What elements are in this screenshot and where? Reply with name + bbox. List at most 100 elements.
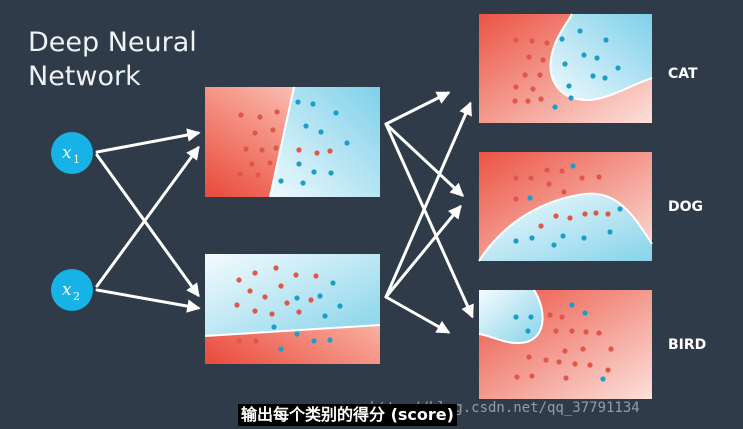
red-point <box>274 109 280 115</box>
red-point <box>252 270 258 276</box>
blue-point <box>310 101 316 107</box>
red-point <box>526 54 532 60</box>
blue-point <box>600 376 606 382</box>
blue-region <box>205 254 380 336</box>
blue-point <box>566 83 572 89</box>
arrows-layer-1 <box>95 128 201 313</box>
blue-point <box>278 178 284 184</box>
blue-point <box>317 293 323 299</box>
output-label-cat: CAT <box>668 66 698 82</box>
blue-point <box>513 314 519 320</box>
arrow-icon <box>95 153 200 298</box>
decision-boundary <box>549 13 653 102</box>
blue-region <box>550 14 652 101</box>
red-point <box>544 167 550 173</box>
red-point <box>569 328 575 334</box>
red-point <box>556 359 562 365</box>
red-point <box>540 57 546 63</box>
red-point <box>243 146 249 152</box>
input-node-x2-label: x <box>62 280 72 300</box>
arrow-icon <box>95 288 201 313</box>
red-point <box>234 302 240 308</box>
red-point <box>270 127 276 133</box>
red-point <box>522 72 528 78</box>
red-point <box>547 312 553 318</box>
blue-point <box>328 170 334 176</box>
output-panel-cat <box>479 13 653 123</box>
red-point <box>544 40 550 46</box>
blue-point <box>525 328 531 334</box>
decision-boundary <box>478 289 544 345</box>
red-point <box>513 175 519 181</box>
red-point <box>273 265 279 271</box>
red-point <box>313 273 319 279</box>
red-point <box>255 172 261 178</box>
red-point <box>529 38 535 44</box>
red-point <box>580 346 586 352</box>
arrow-icon <box>384 91 451 126</box>
red-point <box>562 348 568 354</box>
blue-point <box>322 313 328 319</box>
red-point <box>238 112 244 118</box>
red-point <box>296 309 302 315</box>
red-points <box>514 312 614 381</box>
blue-point <box>294 331 300 337</box>
red-point <box>257 114 263 120</box>
red-point <box>284 300 290 306</box>
blue-point <box>615 65 621 71</box>
blue-point <box>617 206 623 212</box>
input-node-x2: x 2 <box>51 269 93 311</box>
red-point <box>308 297 314 303</box>
blue-points <box>513 302 606 382</box>
red-point <box>259 147 265 153</box>
red-point <box>529 373 535 379</box>
blue-point <box>562 61 568 67</box>
red-point <box>512 98 518 104</box>
blue-point <box>602 75 608 81</box>
red-point <box>583 329 589 335</box>
decision-boundary <box>478 192 653 262</box>
output-label-bird: BIRD <box>668 337 706 353</box>
blue-point <box>590 73 596 79</box>
arrow-icon <box>95 128 201 154</box>
red-point <box>314 150 320 156</box>
hidden-panel-2 <box>204 254 381 364</box>
red-point <box>513 196 519 202</box>
red-point <box>514 374 520 380</box>
red-point <box>262 294 268 300</box>
blue-point <box>327 337 333 343</box>
output-panel-bird <box>478 289 652 399</box>
red-point <box>269 311 275 317</box>
red-point <box>530 86 536 92</box>
red-point <box>559 168 565 174</box>
blue-point <box>569 302 575 308</box>
blue-point <box>303 123 309 129</box>
red-point <box>237 171 243 177</box>
output-label-dog: DOG <box>668 199 703 215</box>
red-point <box>543 357 549 363</box>
blue-point <box>333 110 339 116</box>
input-node-x2-subscript: 2 <box>73 290 80 303</box>
blue-point <box>570 163 576 169</box>
blue-point <box>607 229 613 235</box>
blue-region <box>270 87 380 197</box>
red-point <box>572 361 578 367</box>
blue-point <box>337 303 343 309</box>
red-points <box>513 167 611 229</box>
red-point <box>513 84 519 90</box>
blue-points <box>552 28 621 110</box>
blue-point <box>271 324 277 330</box>
input-node-icon <box>51 269 93 311</box>
blue-point <box>527 195 533 201</box>
blue-point <box>582 310 588 316</box>
red-point <box>537 72 543 78</box>
red-point <box>327 148 333 154</box>
arrow-icon <box>95 145 200 288</box>
arrow-icon <box>384 101 472 299</box>
blue-point <box>311 169 317 175</box>
blue-point <box>294 295 300 301</box>
arrows-layer-2 <box>384 91 474 334</box>
red-point <box>249 161 255 167</box>
red-point <box>273 145 279 151</box>
